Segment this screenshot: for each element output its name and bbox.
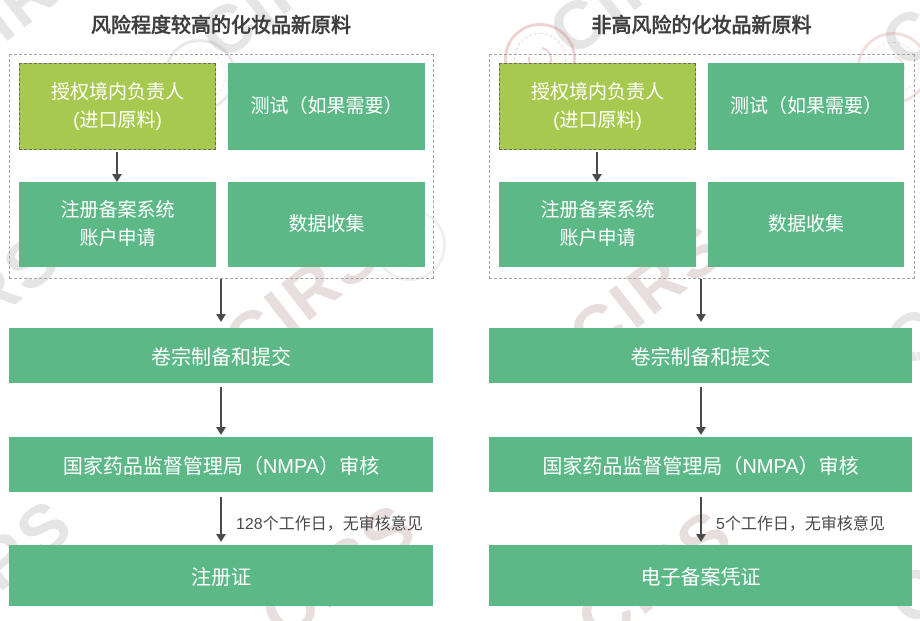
step-label: 注册备案系统 [540,199,655,221]
step-label: 授权境内负责人 [50,81,184,103]
step-responsible-person-non-high-risk: 授权境内负责人 (进口原料) [499,63,696,150]
step-label: 注册备案系统 [60,199,175,221]
arrow-down-icon [116,152,118,174]
step-label: 测试（如果需要） [250,95,403,117]
step-account-application-high-risk: 注册备案系统 账户申请 [19,182,216,267]
step-label: 数据收集 [288,213,365,235]
arrowhead-icon [216,427,226,435]
step-account-application-non-high-risk: 注册备案系统 账户申请 [499,182,696,267]
arrow-down-icon [220,497,222,534]
arrowhead-icon [216,534,226,542]
step-data-collection-high-risk: 数据收集 [228,182,425,267]
column-title-high-risk: 风险程度较高的化妆品新原料 [91,15,351,37]
step-nmpa-review-high-risk: 国家药品监督管理局（NMPA）审核 [9,437,433,492]
step-label: 账户申请 [559,227,636,249]
step-label: (进口原料) [73,109,162,131]
result-registration-certificate: 注册证 [9,545,433,606]
step-label: 测试（如果需要） [729,95,882,117]
step-dossier-non-high-risk: 卷宗制备和提交 [489,328,912,383]
arrow-down-icon [220,279,222,314]
step-testing-high-risk: 测试（如果需要） [228,63,425,150]
arrow-down-icon [700,387,702,427]
arrow-down-icon [700,497,702,534]
arrow-down-icon [596,152,598,174]
step-responsible-person-high-risk: 授权境内负责人 (进口原料) [19,63,216,150]
review-duration-note-high-risk: 128个工作日，无审核意见 [236,516,423,533]
step-label: 授权境内负责人 [530,81,664,103]
arrowhead-icon [112,174,122,182]
step-nmpa-review-non-high-risk: 国家药品监督管理局（NMPA）审核 [489,437,912,492]
step-dossier-high-risk: 卷宗制备和提交 [9,328,433,383]
step-label: 数据收集 [767,213,844,235]
arrow-down-icon [700,279,702,314]
result-electronic-filing-certificate: 电子备案凭证 [489,545,912,606]
step-label: 账户申请 [79,227,156,249]
prep-group-non-high-risk [489,54,915,279]
arrow-down-icon [220,387,222,427]
review-duration-note-non-high-risk: 5个工作日，无审核意见 [716,516,885,533]
prep-group-high-risk [9,54,434,279]
arrowhead-icon [696,427,706,435]
arrowhead-icon [216,314,226,322]
column-title-non-high-risk: 非高风险的化妆品新原料 [591,15,812,37]
arrowhead-icon [696,314,706,322]
arrowhead-icon [592,174,602,182]
step-label: (进口原料) [553,109,642,131]
arrowhead-icon [696,534,706,542]
step-testing-non-high-risk: 测试（如果需要） [708,63,904,150]
step-data-collection-non-high-risk: 数据收集 [708,182,904,267]
